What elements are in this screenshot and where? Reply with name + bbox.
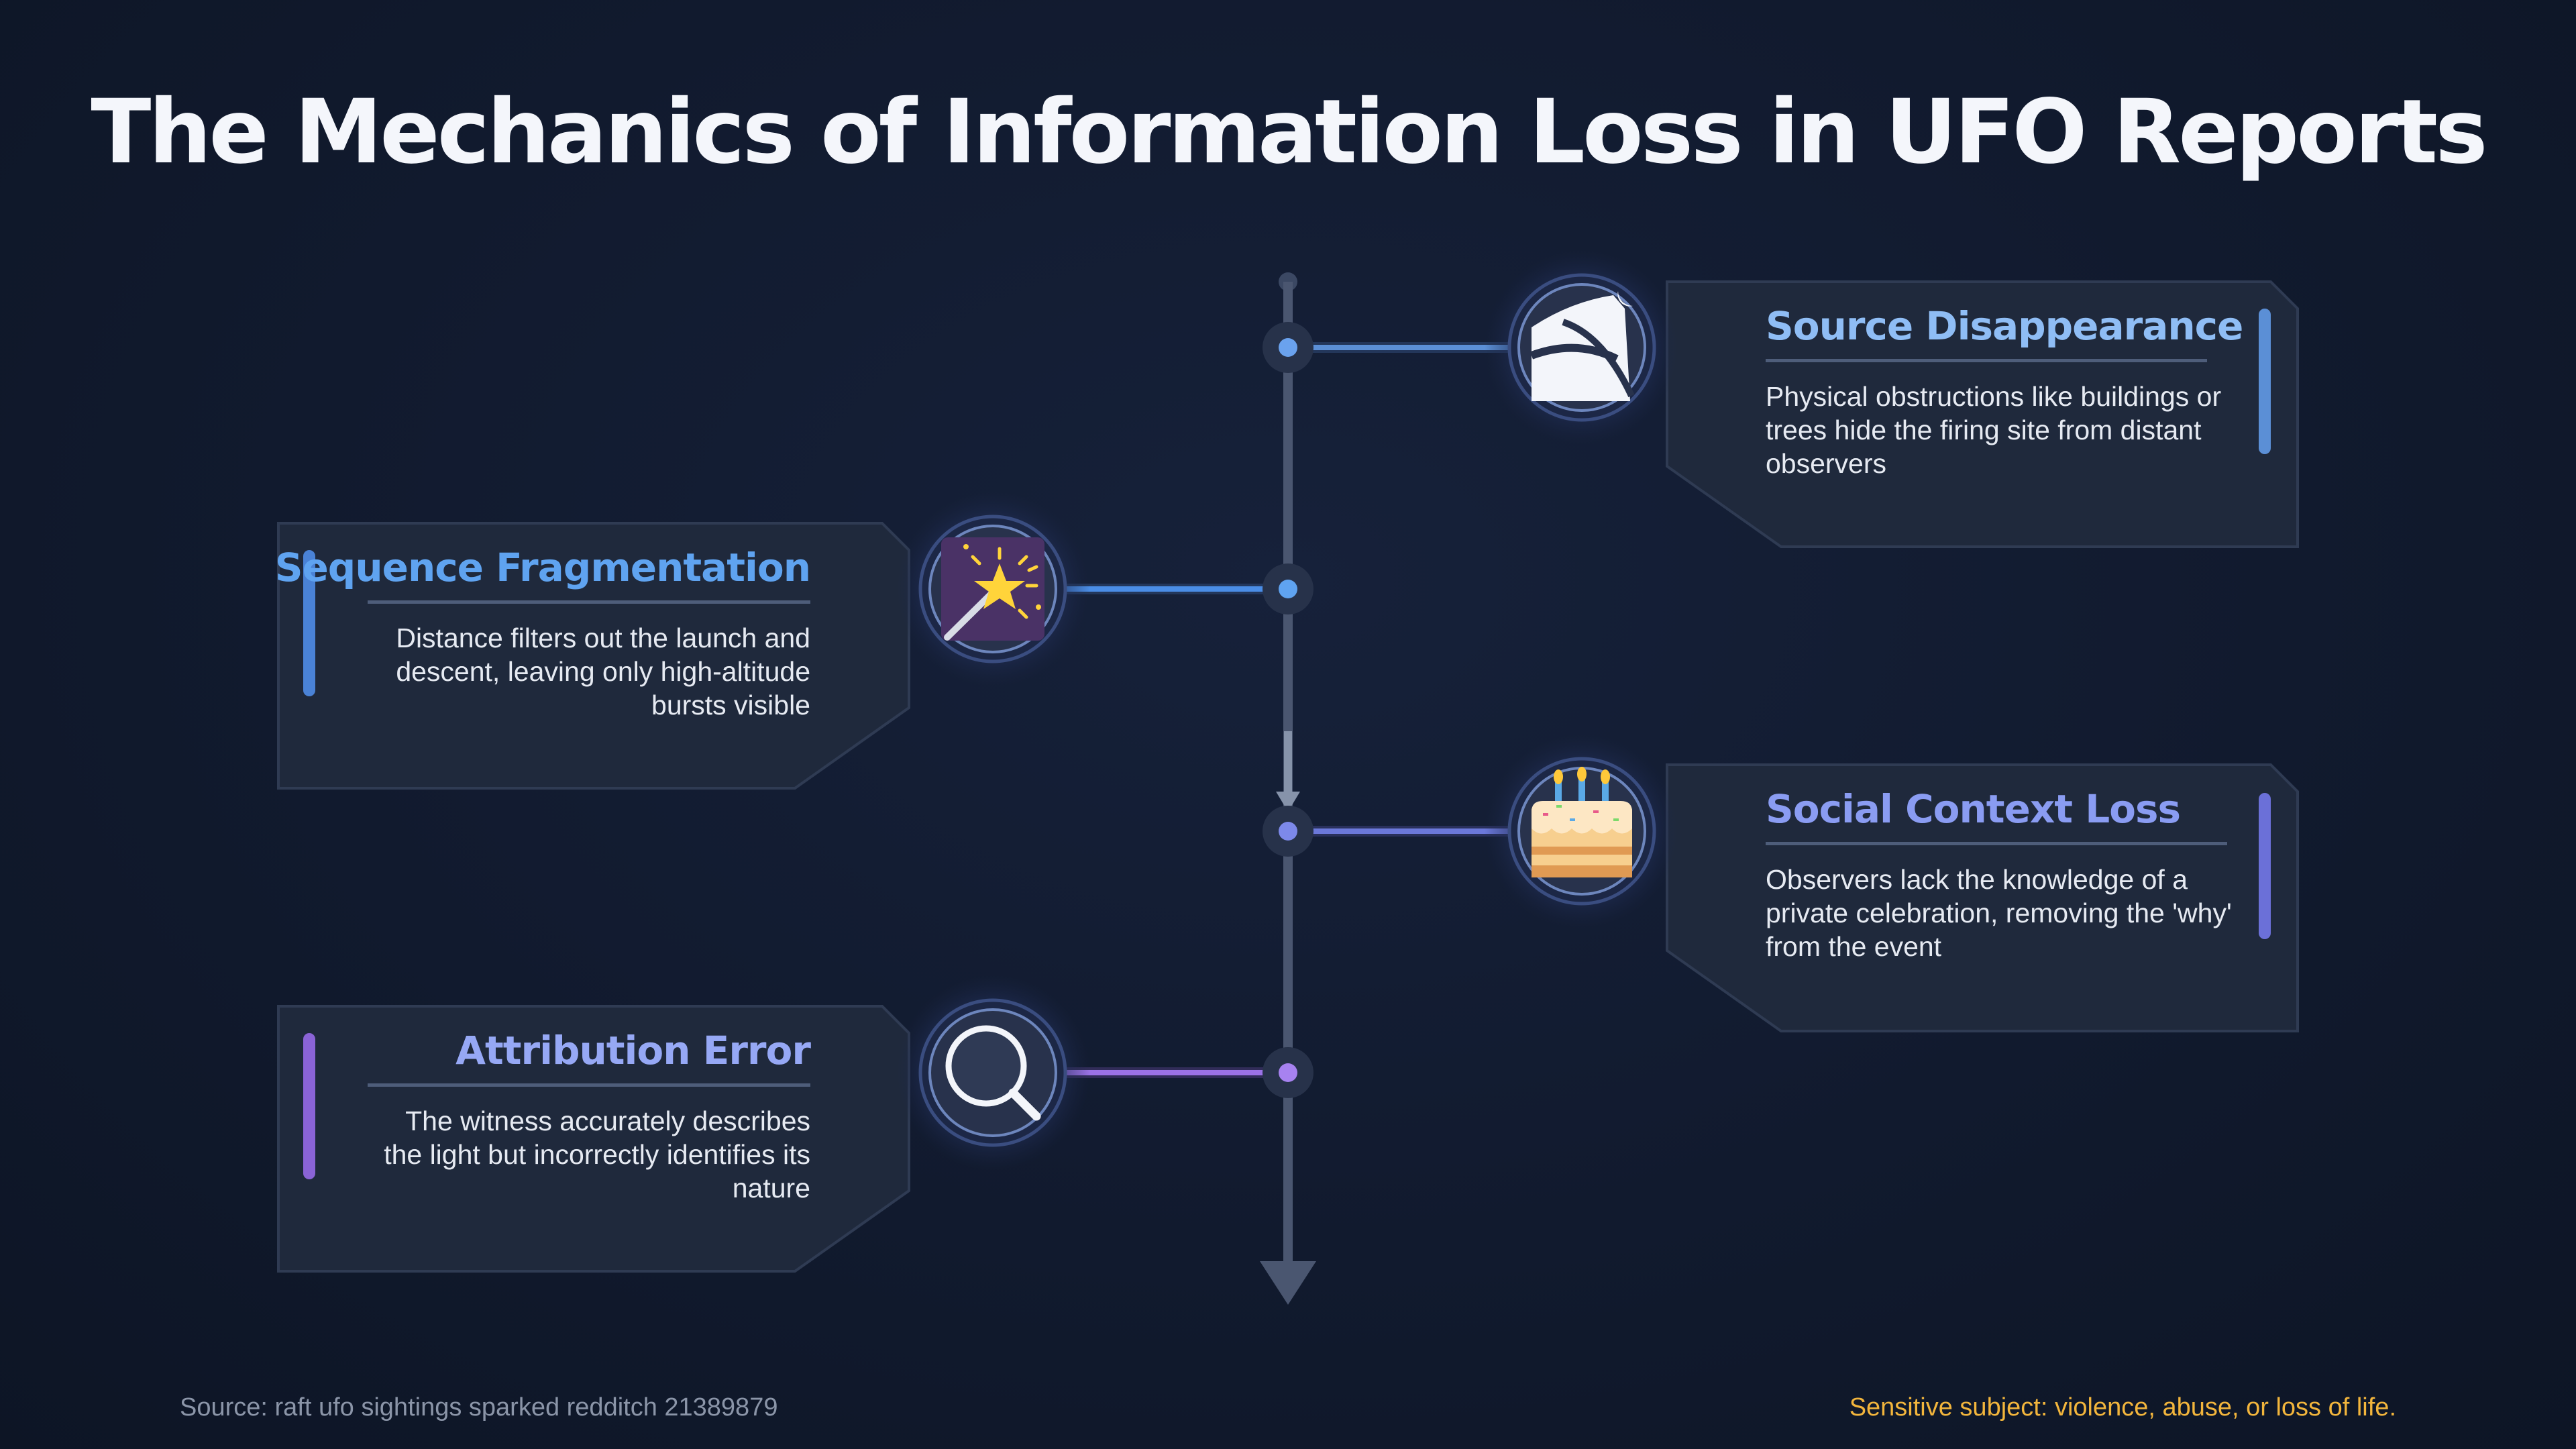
node-1-title: Source Disappearance <box>1766 303 2243 349</box>
accent-bar <box>303 1033 315 1179</box>
connector-4 <box>1060 1047 1313 1098</box>
node-3-description: Observers lack the knowledge of a privat… <box>1766 864 2232 962</box>
node-1-description: Physical obstructions like buildings or … <box>1766 381 2222 479</box>
accent-bar <box>2259 793 2271 939</box>
timeline-spine <box>1260 272 1316 1305</box>
node-4-title-rule <box>368 1083 810 1087</box>
accent-bar <box>2259 309 2271 454</box>
card-social-context-loss <box>1666 763 2299 1032</box>
cake-candles <box>1554 767 1610 801</box>
source-caption: Source: raft ufo sightings sparked reddi… <box>180 1393 778 1421</box>
birthday-cake-icon <box>1485 734 1679 928</box>
page-title: The Mechanics of Information Loss in UFO… <box>91 80 2487 184</box>
node-4-description: The witness accurately describes the lig… <box>384 1106 810 1203</box>
connector-1 <box>1263 322 1516 373</box>
cake-sprinkles <box>1543 805 1619 821</box>
timeline-arrow-head <box>1260 1261 1316 1305</box>
node-4-title: Attribution Error <box>455 1028 811 1073</box>
node-2-title: Sequence Fragmentation <box>274 545 811 590</box>
node-2-description: Distance filters out the launch and desc… <box>396 623 810 720</box>
node-3-title-rule <box>1766 842 2227 845</box>
landscape-horizon-icon <box>1485 250 1679 445</box>
sensitivity-warning: Sensitive subject: violence, abuse, or l… <box>1849 1393 2396 1421</box>
node-1-title-rule <box>1766 359 2207 362</box>
node-3-title: Social Context Loss <box>1766 786 2181 832</box>
node-2-title-rule <box>368 600 810 604</box>
connector-2 <box>1060 564 1313 614</box>
connector-3 <box>1263 806 1516 857</box>
magnifying-glass-icon <box>896 975 1090 1170</box>
card-sequence-fragmentation <box>277 522 910 790</box>
card-source-disappearance <box>1666 280 2299 548</box>
card-attribution-error <box>277 1005 910 1273</box>
accent-bar <box>303 550 315 696</box>
timeline-mid-arrow <box>1276 792 1300 812</box>
sparkler-firework-icon <box>896 492 1090 686</box>
